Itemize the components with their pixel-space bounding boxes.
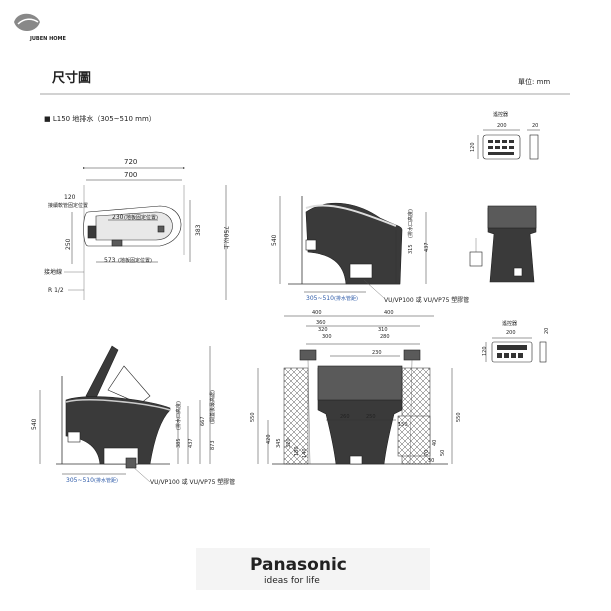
range-note-top: (排水管距) [334,295,358,302]
range-top: 305~510 [306,295,334,302]
leaf-logo-icon [14,13,40,31]
brand-logo-text: JUBEN HOME [29,36,66,42]
plan-view: 720 700 120 接續軟管固定位置 230 (地板固定位置) 250 38… [44,158,230,300]
note-connect: 接續軟管固定位置 [48,202,88,209]
dim-300: 300 [322,334,332,340]
dim-667: 667 [200,416,206,426]
dim-750-min: 750以上 [222,226,230,249]
dim-310: 310 [378,327,388,333]
dim-700: 700 [124,171,137,179]
side-view-top: 540 315 (排水口高度) 437 305~510 (排水管距) VU/VP… [271,196,469,304]
dim-540-top: 540 [271,234,278,246]
remote-depth-bottom: 20 [544,328,550,334]
dim-420: 420 [266,434,272,444]
dim-383: 383 [195,224,202,236]
dim-550-left: 550 [250,412,256,422]
range-bottom: 305~510 [66,477,94,484]
pipe-label: 接地線 [44,268,62,276]
remote-label-bottom: 遙控器 [502,320,517,327]
remote-height-bottom: 120 [482,346,488,356]
dim-540-bottom: 540 [31,418,38,430]
remote-top: 遙控器 200 20 120 [470,111,540,160]
remote-depth: 20 [532,123,538,129]
dim-150: 150 [398,422,408,428]
dim-180: 180 [294,446,300,456]
dim-230: 230 [112,214,124,221]
dim-400-left: 400 [312,310,322,316]
front-view: 400 400 360 320 310 300 280 230 260 250 … [250,310,462,465]
section-label: ■ L150 地排水（305~510 mm） [44,114,156,123]
page-title: 尺寸圖 [52,70,91,86]
dim-230-front: 230 [372,350,382,356]
toilet-side-top [305,202,403,285]
pipe-note-top: VU/VP100 或 VU/VP75 塑膠管 [384,296,469,304]
r-label: R 1/2 [48,287,64,294]
toilet-side-bottom [65,396,171,465]
side-view-bottom: 540 385 (排水口高度) 437 667 873 (開蓋後最高處) 305… [31,345,235,486]
front-mini-view [469,205,537,283]
footer-brand: Panasonic ideas for life [196,548,430,590]
dim-437-top: 437 [424,242,430,252]
dim-550-right: 550 [456,412,462,422]
dim-345: 345 [276,438,282,448]
wall-left [283,367,309,465]
dim-260: 260 [340,414,350,420]
brand-logo: JUBEN HOME [14,13,66,42]
note-315: (排水口高度) [407,209,414,238]
dim-315: 315 [408,244,414,254]
dim-120: 120 [64,194,76,201]
dim-385: 385 [176,438,182,448]
note-873: (開蓋後最高處) [209,390,216,424]
dim-30: 30 [428,458,434,464]
pipe-note-bottom: VU/VP100 或 VU/VP75 塑膠管 [150,478,235,486]
panasonic-logo: Panasonic [250,555,347,575]
dim-573: 573 [104,257,116,264]
panasonic-slogan: ideas for life [264,576,320,586]
dim-320: 320 [318,327,328,333]
unit-label: 單位: mm [518,77,550,86]
remote-width: 200 [497,123,507,129]
remote-width-bottom: 200 [506,330,516,336]
range-note-bottom: (排水管距) [94,477,118,484]
note-573: (地板固定位置) [118,257,152,264]
remote-bottom: 遙控器 200 20 120 [482,320,550,363]
note-385: (排水口高度) [175,401,182,430]
dim-873: 873 [210,440,216,450]
dim-70: 70 [424,450,430,456]
dim-280: 280 [380,334,390,340]
note-230: (地板固定位置) [124,214,158,221]
dim-250: 250 [65,238,72,250]
remote-height: 120 [470,142,476,152]
dim-40: 40 [432,440,438,446]
dim-50: 50 [440,450,446,456]
dim-250-front: 250 [366,414,376,420]
dim-720: 720 [124,158,137,166]
dim-140: 140 [302,448,308,458]
dim-400-right: 400 [384,310,394,316]
remote-label: 遙控器 [493,111,508,118]
dim-360: 360 [316,320,326,326]
dim-320-v: 320 [286,438,292,448]
dim-437-bottom: 437 [188,438,194,448]
